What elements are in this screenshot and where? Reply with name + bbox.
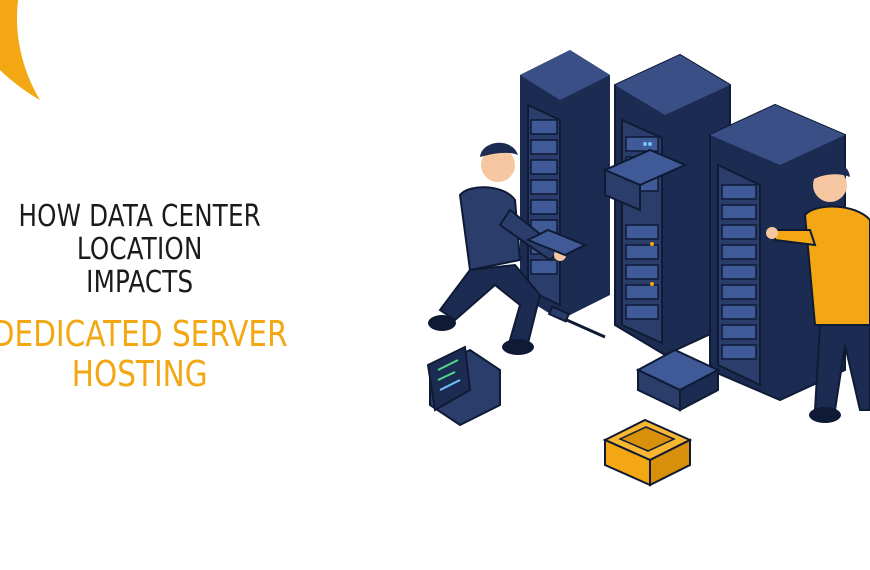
- data-center-illustration: [426, 50, 870, 487]
- technician-icon: [766, 162, 870, 423]
- headline-line-1: HOW DATA CENTER LOCATION: [18, 199, 261, 267]
- corner-accent-shape: [0, 0, 40, 100]
- server-rack-icon: [602, 53, 731, 357]
- server-rack-icon: [709, 103, 846, 402]
- headline-line-2: IMPACTS: [86, 265, 194, 300]
- laptop-icon: [426, 345, 501, 427]
- headline-block: HOW DATA CENTER LOCATION IMPACTS DEDICAT…: [0, 200, 291, 395]
- headline-highlight: DEDICATED SERVER HOSTING: [0, 314, 288, 395]
- toolbox-icon: [602, 418, 693, 487]
- technician-icon: [428, 142, 588, 355]
- screwdriver-icon: [547, 305, 606, 339]
- server-rack-icon: [520, 50, 610, 320]
- hard-drive-icon: [635, 348, 721, 412]
